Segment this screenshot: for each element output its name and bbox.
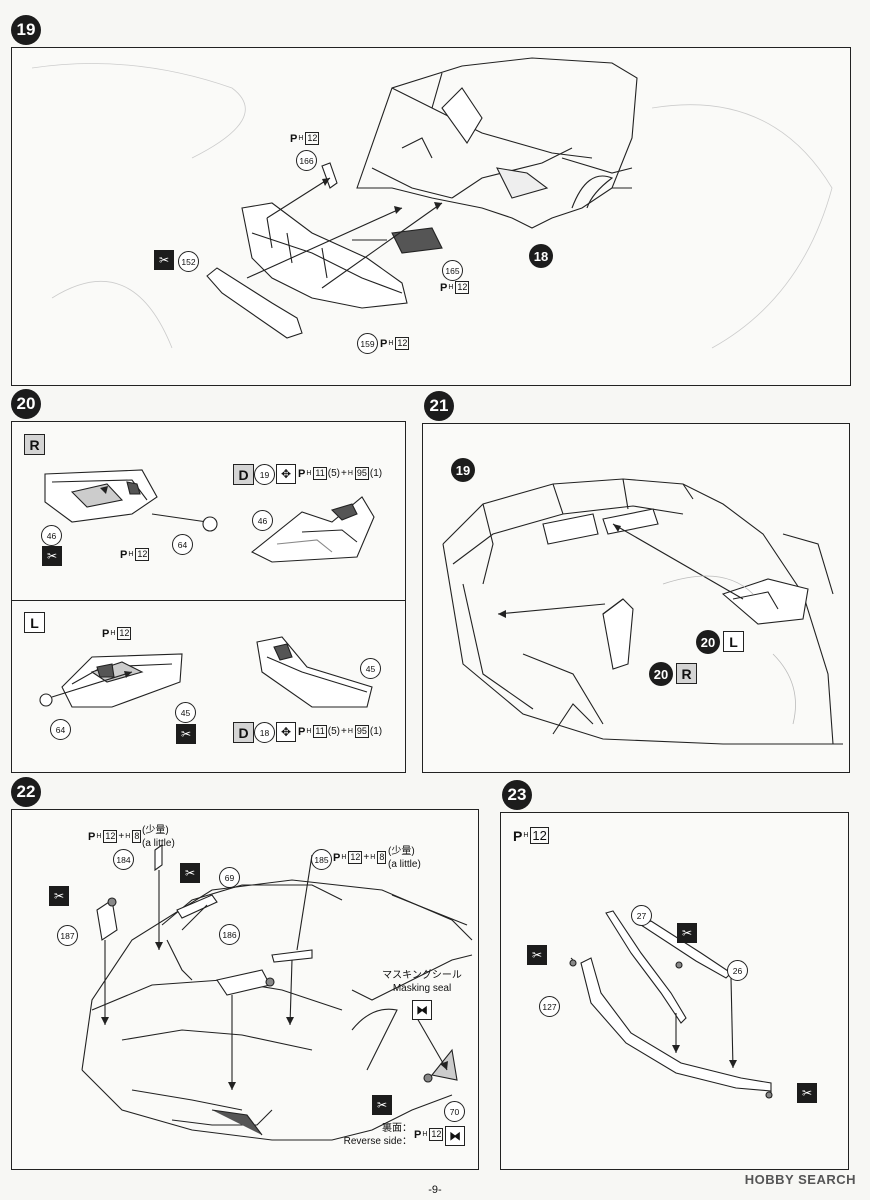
step-22-illustration [81,843,473,1141]
part-number-70: 70 [444,1101,465,1122]
step-19-illustration [31,57,833,349]
assembly-20-right: 20 [649,662,673,686]
decal-number-18: 18 [254,722,275,743]
assembly-18: 18 [529,244,553,268]
part-number-159: 159 [357,333,378,354]
masking-icon: ⧓ [412,1000,432,1020]
step-23-illustration [569,910,773,1099]
part-number-69: 69 [219,867,240,888]
part-number-186: 186 [219,924,240,945]
step-20-divider [12,600,405,601]
part-number-45b: 45 [360,658,381,679]
assembly-19: 19 [451,458,475,482]
little-en-185: (a little) [388,859,421,870]
reverse-side-jp: 裏面： [382,1123,412,1134]
part-number-184: 184 [113,849,134,870]
step-19-badge: 19 [11,15,41,45]
cement-icon: ✂ [154,250,174,270]
cement-icon: ✂ [180,863,200,883]
part-number-45: 45 [175,702,196,723]
reverse-side-en: Reverse side： [343,1136,412,1147]
part-number-46b: 46 [252,510,273,531]
step-20-badge: 20 [11,389,41,419]
cement-icon: ✂ [677,923,697,943]
decal-icon: ✥ [276,722,296,742]
page-number: -9- [428,1184,442,1196]
part-number-64: 64 [50,719,71,740]
decal-icon: ✥ [276,464,296,484]
side-label-right: R [24,434,45,455]
assembly-20-left: 20 [696,630,720,654]
part-number-152: 152 [178,251,199,272]
part-number-166: 166 [296,150,317,171]
little-jp-185: (少量) [388,846,415,857]
cement-icon: ✂ [49,886,69,906]
decal-sheet-letter: D [233,464,254,485]
masking-icon: ⧓ [445,1126,465,1146]
side-label-right: R [676,663,697,684]
part-number-46: 46 [41,525,62,546]
cement-icon: ✂ [797,1083,817,1103]
step-22-badge: 22 [11,777,41,807]
watermark: HOBBY SEARCH [744,1172,856,1187]
little-jp-184: (少量) [142,825,169,836]
decal-sheet-letter: D [233,722,254,743]
cement-icon: ✂ [372,1095,392,1115]
part-number-185: 185 [311,849,332,870]
part-number-64: 64 [172,534,193,555]
part-number-187: 187 [57,925,78,946]
side-label-left: L [24,612,45,633]
part-number-127: 127 [539,996,560,1017]
step-21-illustration [442,478,843,745]
step-23-badge: 23 [502,780,532,810]
step-20-illustration [39,469,375,708]
side-label-left: L [723,631,744,652]
step-21-badge: 21 [424,391,454,421]
masking-seal-jp: マスキングシール [382,970,462,981]
cement-icon: ✂ [527,945,547,965]
part-number-26: 26 [727,960,748,981]
little-en-184: (a little) [142,838,175,849]
cement-icon: ✂ [42,546,62,566]
cement-icon: ✂ [176,724,196,744]
decal-number-19: 19 [254,464,275,485]
step-21-panel: 19 20 L 20 R [422,423,850,773]
part-number-165: 165 [442,260,463,281]
part-number-27: 27 [631,905,652,926]
masking-seal-en: Masking seal [392,983,452,994]
